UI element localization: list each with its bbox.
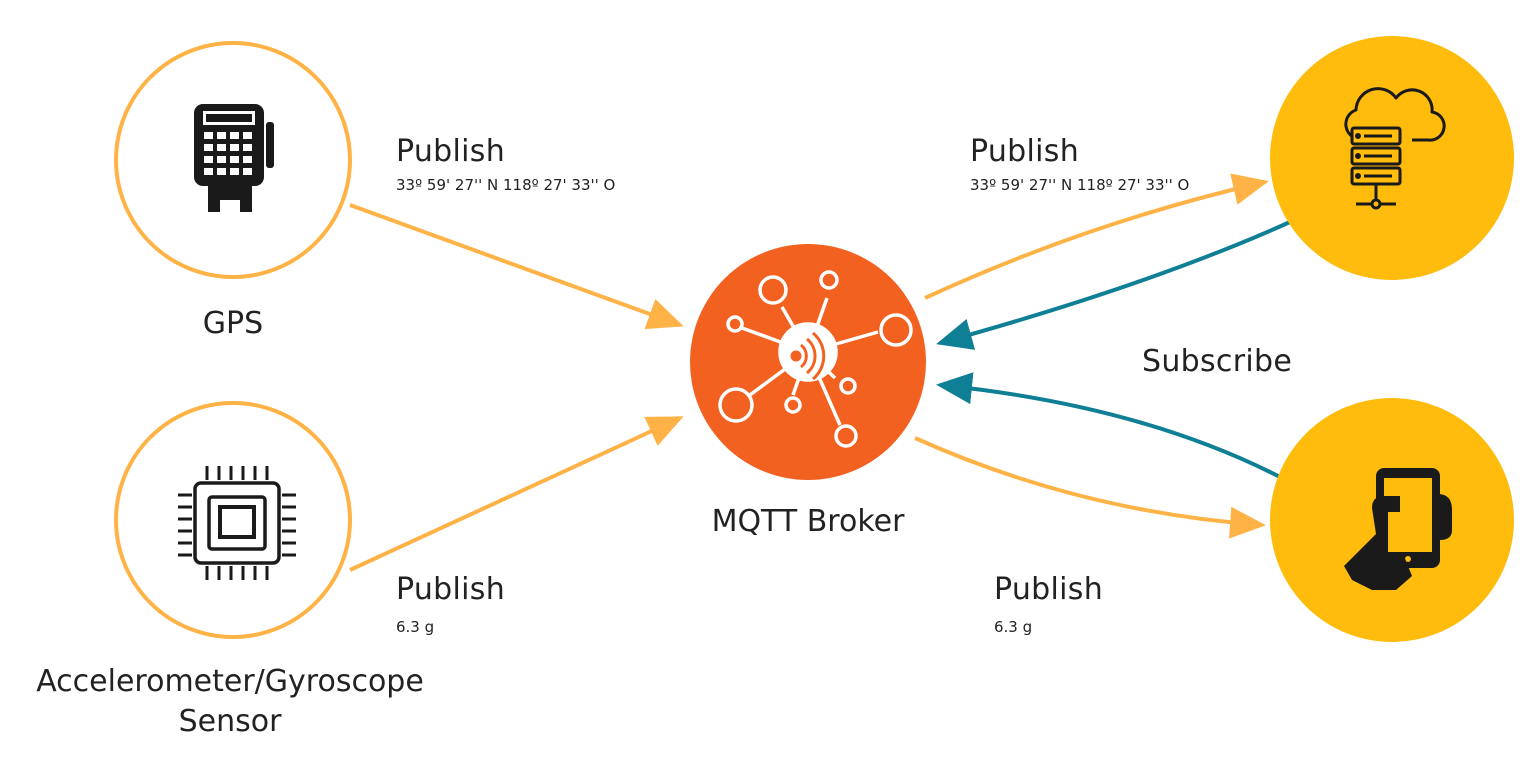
hand-holding-phone-icon — [1344, 468, 1452, 590]
sensor-publish-arrow — [349, 416, 684, 572]
server-publish-value: 33º 59' 27'' N 118º 27' 33'' O — [970, 176, 1190, 194]
broker-to-phone-publish-arrow — [914, 436, 1266, 539]
gps-publish-value: 33º 59' 27'' N 118º 27' 33'' O — [396, 176, 616, 194]
server-publish-title: Publish — [970, 134, 1080, 169]
gps-publish-arrow — [349, 203, 684, 330]
sensor-publish-value: 6.3 g — [396, 618, 435, 636]
phone-publish-value: 6.3 g — [994, 618, 1033, 636]
payment-terminal-icon — [194, 104, 274, 212]
broadcast-icon — [790, 331, 826, 381]
subscribe-label: Subscribe — [1142, 344, 1293, 379]
sensor-label-line2: Sensor — [178, 704, 282, 739]
sensor-publish-title: Publish — [396, 572, 506, 607]
microchip-icon — [178, 466, 296, 580]
phone-subscribe-arrow — [936, 372, 1283, 480]
server-subscribe-arrow — [936, 220, 1291, 350]
sensor-node-circle — [114, 401, 352, 639]
broker-to-server-publish-arrow — [924, 173, 1269, 300]
sensor-label-line1: Accelerometer/Gyroscope — [36, 664, 424, 699]
gps-label: GPS — [202, 306, 264, 341]
gps-publish-title: Publish — [396, 134, 506, 169]
phone-publish-title: Publish — [994, 572, 1104, 607]
broker-label: MQTT Broker — [711, 504, 905, 539]
cloud-server-icon — [1344, 87, 1446, 210]
